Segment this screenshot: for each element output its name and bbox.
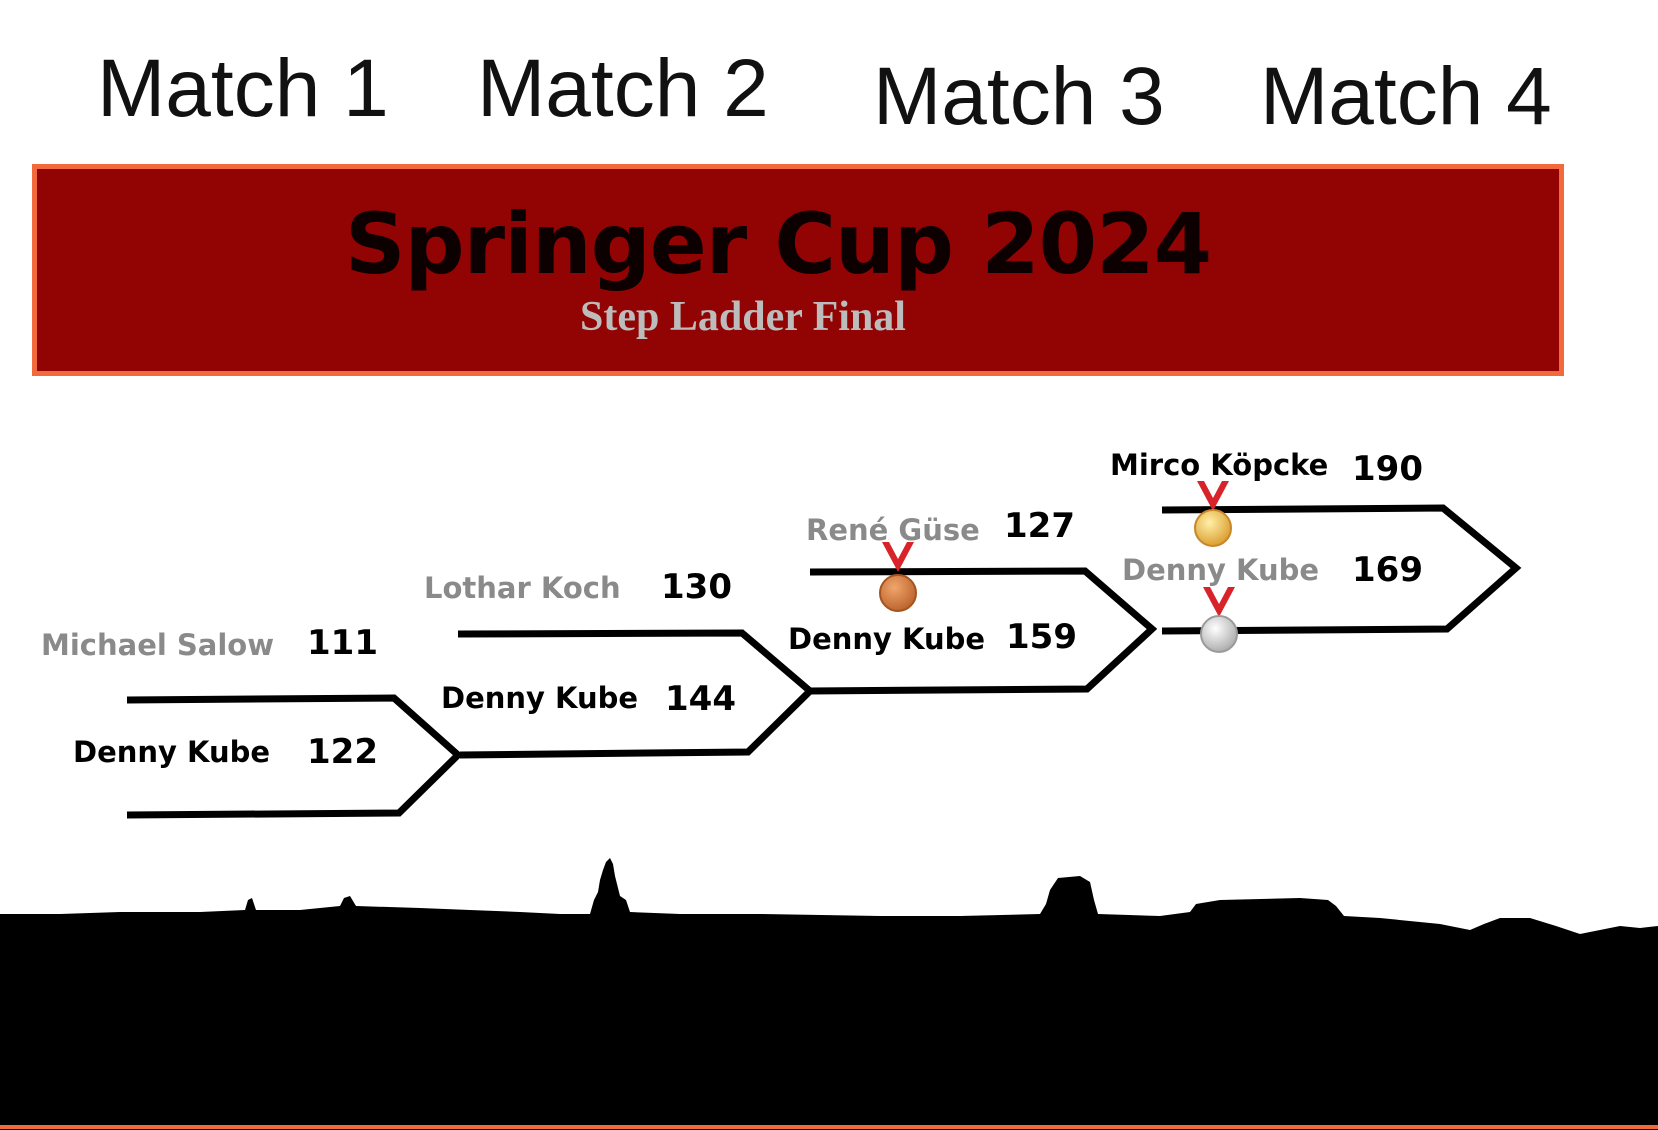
match-2-top-score: 130 <box>661 567 732 607</box>
bracket-match-4 <box>1161 504 1522 635</box>
title-banner: Springer Cup 2024 Step Ladder Final <box>32 164 1564 376</box>
match-4-top-score: 190 <box>1352 449 1423 489</box>
silver-medal-icon <box>1200 587 1238 653</box>
match-4-label: Match 4 <box>1260 51 1552 142</box>
match-1-bottom-score: 122 <box>307 732 378 772</box>
gold-medal-icon <box>1194 481 1232 547</box>
match-2-bottom-score: 144 <box>665 679 736 719</box>
match-2-top-name: Lothar Koch <box>424 571 621 605</box>
match-2-label: Match 2 <box>477 43 769 134</box>
banner-subtitle: Step Ladder Final <box>580 294 906 340</box>
match-2-bottom-name: Denny Kube <box>441 681 639 715</box>
bronze-medal-icon <box>879 542 917 612</box>
match-4-top-name: Mirco Köpcke <box>1110 448 1329 482</box>
bracket-match-1 <box>126 694 464 819</box>
match-3-label: Match 3 <box>873 51 1165 142</box>
match-3-bottom-score: 159 <box>1006 617 1077 657</box>
match-1-top-name: Michael Salow <box>41 628 275 662</box>
match-1-label: Match 1 <box>97 43 389 134</box>
match-3-top-score: 127 <box>1004 506 1075 546</box>
banner-title: Springer Cup 2024 <box>344 195 1212 293</box>
match-4-bottom-name: Denny Kube <box>1122 553 1320 587</box>
match-1-bottom-name: Denny Kube <box>73 735 271 769</box>
match-3-top-name: René Güse <box>806 513 980 547</box>
match-1-top-score: 111 <box>307 623 378 663</box>
match-4-bottom-score: 169 <box>1352 550 1423 590</box>
bracket-match-3 <box>809 567 1158 695</box>
match-3-bottom-name: Denny Kube <box>788 622 986 656</box>
